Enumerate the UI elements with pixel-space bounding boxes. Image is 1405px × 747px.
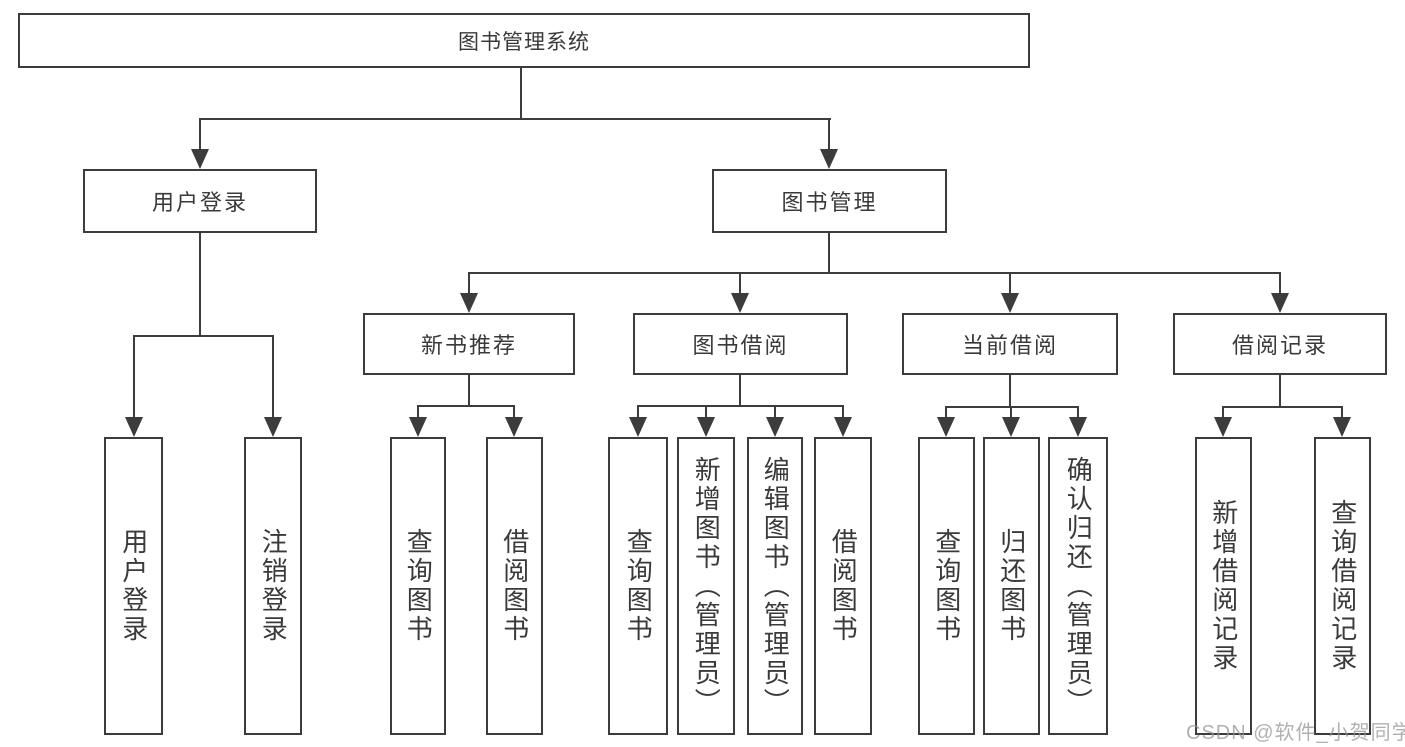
connector-to-query-books-2 xyxy=(637,405,639,417)
arrowhead-to-query-borrow-record xyxy=(1333,417,1351,437)
connector-user-login-split xyxy=(133,335,274,337)
connector-to-query-borrow-record xyxy=(1341,406,1343,417)
arrowhead-to-book-borrowing xyxy=(731,293,749,313)
connector-to-borrowing-records xyxy=(1279,272,1281,293)
connector-book-borrowing-split xyxy=(637,405,844,407)
node-current-borrowing: 当前借阅 xyxy=(902,313,1118,375)
connector-to-edit-book xyxy=(774,405,776,417)
arrowhead-to-borrow-books-1 xyxy=(505,417,523,437)
connector-new-book-split xyxy=(417,405,515,407)
node-logout: 注销登录 xyxy=(244,437,302,735)
arrowhead-to-borrowing-records xyxy=(1271,293,1289,313)
connector-new-book-stub xyxy=(468,375,470,405)
connector-to-book-borrowing xyxy=(739,272,741,293)
connector-to-confirm-return xyxy=(1077,406,1079,417)
node-borrow-books-recommendation: 借阅图书 xyxy=(486,437,543,735)
arrowhead-to-confirm-return xyxy=(1069,417,1087,437)
node-edit-book-admin: 编辑图书（管理员） xyxy=(747,437,803,735)
arrowhead-to-borrow-books-2 xyxy=(834,417,852,437)
connector-to-book-management xyxy=(828,118,830,149)
node-query-books-borrowing: 查询图书 xyxy=(608,437,668,735)
connector-root-split xyxy=(199,118,831,120)
connector-to-user-login-leaf xyxy=(133,335,135,417)
arrowhead-to-query-books-3 xyxy=(937,417,955,437)
connector-to-borrow-books-2 xyxy=(842,405,844,417)
node-query-books-recommendation: 查询图书 xyxy=(390,437,446,735)
arrowhead-to-add-borrow-record xyxy=(1214,417,1232,437)
arrowhead-to-logout xyxy=(264,417,282,437)
connector-to-query-books-1 xyxy=(417,405,419,417)
node-book-management: 图书管理 xyxy=(712,169,947,233)
node-borrowing-records: 借阅记录 xyxy=(1173,313,1387,375)
connector-to-current-borrowing xyxy=(1009,272,1011,293)
node-query-borrow-record: 查询借阅记录 xyxy=(1314,437,1371,735)
arrowhead-to-query-books-1 xyxy=(409,417,427,437)
arrowhead-to-add-book xyxy=(697,417,715,437)
node-borrow-books-borrowing: 借阅图书 xyxy=(814,437,872,735)
node-add-borrow-record: 新增借阅记录 xyxy=(1195,437,1252,735)
node-return-book: 归还图书 xyxy=(983,437,1040,735)
arrowhead-to-query-books-2 xyxy=(629,417,647,437)
arrowhead-to-user-login xyxy=(191,149,209,169)
connector-root-stub xyxy=(520,68,522,118)
connector-to-new-book-recommendation xyxy=(468,272,470,293)
node-confirm-return-admin: 确认归还（管理员） xyxy=(1048,437,1108,735)
connector-user-login-stub xyxy=(199,233,201,335)
arrowhead-to-user-login-leaf xyxy=(125,417,143,437)
node-user-login: 用户登录 xyxy=(83,169,317,233)
connector-borrowing-records-stub xyxy=(1279,375,1281,406)
node-query-books-current: 查询图书 xyxy=(918,437,975,735)
connector-current-borrowing-split xyxy=(945,406,1079,408)
connector-to-add-borrow-record xyxy=(1222,406,1224,417)
node-new-book-recommendation: 新书推荐 xyxy=(363,313,575,375)
arrowhead-to-current-borrowing xyxy=(1001,293,1019,313)
connector-to-user-login xyxy=(199,118,201,149)
arrowhead-to-book-management xyxy=(820,149,838,169)
connector-to-add-book xyxy=(705,405,707,417)
arrowhead-to-new-book-recommendation xyxy=(460,293,478,313)
connector-to-logout xyxy=(272,335,274,417)
node-library-management-system: 图书管理系统 xyxy=(18,13,1030,68)
connector-book-management-split xyxy=(468,272,1281,274)
node-add-book-admin: 新增图书（管理员） xyxy=(677,437,735,735)
node-book-borrowing: 图书借阅 xyxy=(633,313,848,375)
connector-current-borrowing-stub xyxy=(1009,375,1011,406)
connector-book-borrowing-stub xyxy=(739,375,741,405)
connector-to-borrow-books-1 xyxy=(513,405,515,417)
arrowhead-to-return-book xyxy=(1002,417,1020,437)
connector-book-management-stub xyxy=(828,233,830,272)
connector-to-query-books-3 xyxy=(945,406,947,417)
watermark: CSDN @软件_小贺同学 xyxy=(1186,722,1405,744)
connector-to-return-book xyxy=(1010,406,1012,417)
node-user-login-leaf: 用户登录 xyxy=(104,437,163,735)
connector-borrowing-records-split xyxy=(1222,406,1343,408)
arrowhead-to-edit-book xyxy=(766,417,784,437)
